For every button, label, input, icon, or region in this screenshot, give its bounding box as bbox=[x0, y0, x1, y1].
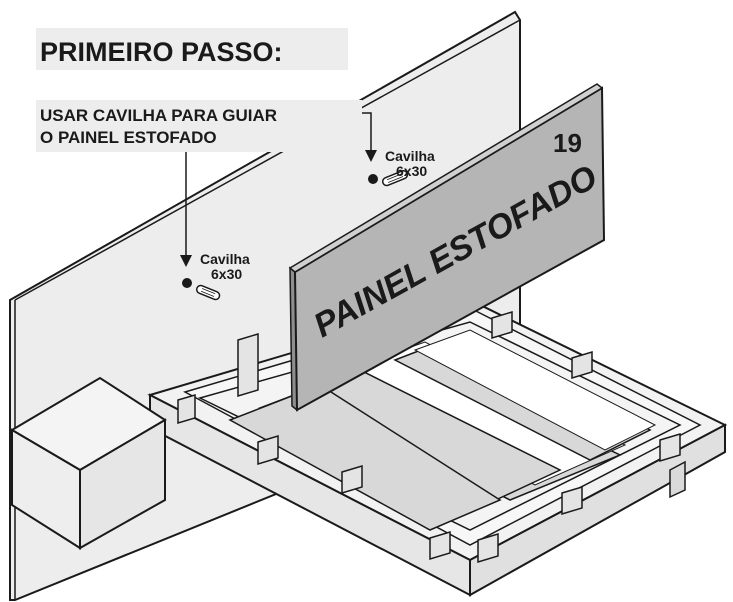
dowel-hole-icon bbox=[368, 174, 378, 184]
page-title: PRIMEIRO PASSO: bbox=[40, 37, 283, 67]
dowel-icon bbox=[381, 170, 409, 187]
dowel-right-name: Cavilha bbox=[385, 148, 435, 164]
dowel-left-group: Cavilha 6x30 bbox=[182, 251, 250, 301]
dowel-right-size: 6x30 bbox=[396, 163, 427, 179]
nightstand bbox=[10, 376, 167, 550]
dowel-hole-icon bbox=[182, 278, 192, 288]
panel-number: 19 bbox=[553, 128, 582, 158]
instruction-line-2: O PAINEL ESTOFADO bbox=[40, 128, 217, 147]
dowel-icon bbox=[195, 284, 221, 301]
instruction-line-1: USAR CAVILHA PARA GUIAR bbox=[40, 106, 277, 125]
dowel-right-group: Cavilha 6x30 bbox=[368, 148, 435, 187]
arrow-down-icon bbox=[180, 255, 192, 267]
arrow-down-icon bbox=[365, 150, 377, 162]
dowel-left-name: Cavilha bbox=[200, 251, 250, 267]
dowel-left-size: 6x30 bbox=[211, 266, 242, 282]
cross-supports bbox=[177, 310, 681, 564]
